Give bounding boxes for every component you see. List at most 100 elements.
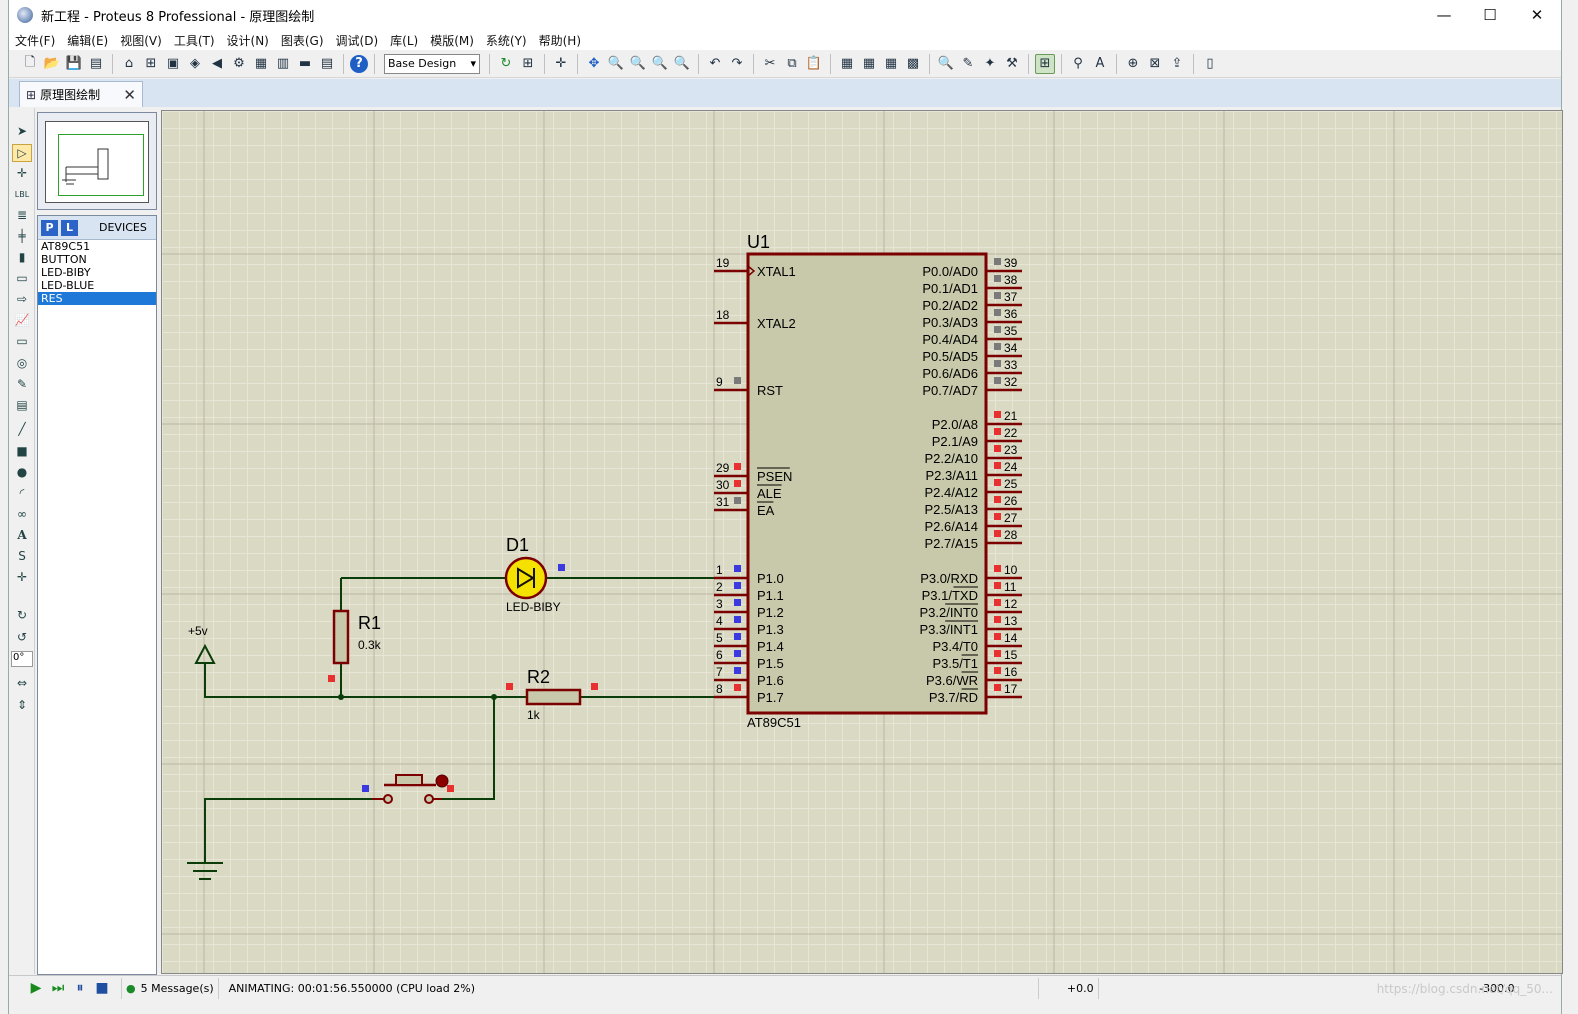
led-d1[interactable] <box>504 556 548 600</box>
packaging-tool-icon[interactable]: ✦ <box>984 56 996 71</box>
bom-icon[interactable]: ▦ <box>254 56 268 71</box>
open-folder-icon[interactable]: 📂 <box>43 56 61 71</box>
make-device-icon[interactable]: ✎ <box>962 56 974 71</box>
property-assign-icon[interactable]: A <box>1095 56 1105 71</box>
step-icon[interactable]: ⏭ <box>51 980 65 996</box>
zoom-all-icon[interactable]: 🔍 <box>651 56 669 71</box>
library-manager-button[interactable]: L <box>61 219 78 236</box>
2d-text-icon[interactable]: A <box>17 528 27 542</box>
device-item[interactable]: BUTTON <box>41 253 87 266</box>
2d-arc-icon[interactable]: ◜ <box>19 486 25 500</box>
menu-file[interactable]: 文件(F) <box>15 33 56 48</box>
pick-device-icon[interactable]: 🔍 <box>937 56 955 71</box>
mirror-x-icon[interactable]: ⇔ <box>16 676 28 690</box>
block-move-icon[interactable]: ▦ <box>862 56 876 71</box>
pan-icon[interactable]: ✥ <box>588 56 600 71</box>
generator-icon[interactable]: ◎ <box>16 356 28 370</box>
menu-graph[interactable]: 图表(G) <box>280 33 324 48</box>
new-file-icon[interactable]: 🗋 <box>24 54 36 70</box>
junction-dot-icon[interactable]: ✛ <box>16 166 28 180</box>
voltage-probe-icon[interactable]: ✎ <box>16 377 28 391</box>
close-icon[interactable]: ✕ <box>123 85 136 104</box>
virtual-instruments-icon[interactable]: ▤ <box>16 398 28 412</box>
device-item[interactable]: LED-BIBY <box>41 266 91 279</box>
block-rotate-icon[interactable]: ▦ <box>884 56 898 71</box>
stop-icon[interactable]: ■ <box>95 980 109 996</box>
zoom-in-icon[interactable]: 🔍 <box>607 56 625 71</box>
close-button[interactable]: ✕ <box>1530 6 1544 24</box>
redo-icon[interactable]: ↷ <box>731 56 743 71</box>
maximize-button[interactable]: ☐ <box>1483 6 1497 24</box>
source-code-icon[interactable]: ▥ <box>276 56 290 71</box>
rotation-angle-field[interactable]: 0° <box>11 651 33 667</box>
graph-mode-icon[interactable]: 📈 <box>14 313 30 327</box>
search-icon[interactable]: ⚲ <box>1073 56 1083 71</box>
copy-icon[interactable]: ⧉ <box>787 56 797 71</box>
push-button[interactable] <box>372 774 449 804</box>
mirror-y-icon[interactable]: ⇕ <box>16 698 28 712</box>
block-copy-icon[interactable]: ▦ <box>840 56 854 71</box>
terminals-icon[interactable]: ▭ <box>16 271 28 285</box>
rotate-clockwise-icon[interactable]: ↻ <box>16 608 28 622</box>
play-icon[interactable]: ▶ <box>30 980 42 996</box>
exit-to-parent-icon[interactable]: ⇪ <box>1171 56 1183 71</box>
rotate-anticlockwise-icon[interactable]: ↺ <box>16 630 28 644</box>
new-sheet-icon[interactable]: ⊕ <box>1127 56 1139 71</box>
undo-icon[interactable]: ↶ <box>709 56 721 71</box>
menu-edit[interactable]: 编辑(E) <box>67 33 109 48</box>
overview-window[interactable] <box>37 112 157 210</box>
messages-panel[interactable]: ●5 Message(s) <box>121 977 219 999</box>
cut-icon[interactable]: ✂ <box>764 56 776 71</box>
resistor-r2[interactable] <box>525 688 582 706</box>
origin-icon[interactable]: ✛ <box>555 56 567 71</box>
remove-sheet-icon[interactable]: ⊠ <box>1149 56 1161 71</box>
design-layer-select[interactable]: Base Design▾ <box>384 53 480 74</box>
power-terminal[interactable] <box>194 643 216 664</box>
device-pins-icon[interactable]: ⇨ <box>16 292 28 306</box>
buses-icon[interactable]: ╪ <box>18 229 26 243</box>
tape-recorder-icon[interactable]: ▭ <box>16 334 28 348</box>
pause-icon[interactable]: ⏸ <box>76 980 84 996</box>
help-icon[interactable]: ? <box>350 54 368 73</box>
refresh-icon[interactable]: ↻ <box>500 56 512 71</box>
selection-mode-icon[interactable]: ➤ <box>16 124 28 138</box>
minimize-button[interactable]: — <box>1436 6 1452 24</box>
2d-line-icon[interactable]: ╱ <box>18 422 26 436</box>
menu-template[interactable]: 模版(M) <box>430 33 474 48</box>
block-delete-icon[interactable]: ▩ <box>906 56 920 71</box>
menu-library[interactable]: 库(L) <box>390 33 419 48</box>
wire-label-icon[interactable]: LBL <box>14 189 30 199</box>
pick-device-button[interactable]: P <box>41 219 58 236</box>
menu-help[interactable]: 帮助(H) <box>538 33 582 48</box>
zoom-area-icon[interactable]: 🔍 <box>673 56 691 71</box>
device-item-selected[interactable]: RES <box>38 292 156 305</box>
decompose-icon[interactable]: ⚒ <box>1006 56 1018 71</box>
bill-of-materials-icon[interactable]: ▯ <box>1206 56 1214 71</box>
2d-symbol-icon[interactable]: S <box>18 549 26 563</box>
gerber-icon[interactable]: ◀ <box>212 56 222 71</box>
device-item[interactable]: LED-BLUE <box>41 279 95 292</box>
debug-icon[interactable]: ▬ <box>298 56 312 71</box>
paste-icon[interactable]: 📋 <box>805 56 823 71</box>
resistor-r1[interactable] <box>332 609 350 665</box>
zoom-out-icon[interactable]: 🔍 <box>629 56 647 71</box>
grid-toggle-icon[interactable]: ⊞ <box>522 56 534 71</box>
menu-design[interactable]: 设计(N) <box>226 33 269 48</box>
ground-terminal[interactable] <box>187 862 223 880</box>
device-item[interactable]: AT89C51 <box>41 240 91 253</box>
3d-view-icon[interactable]: ◈ <box>190 56 200 71</box>
wire-autorouter-icon[interactable]: ⊞ <box>1035 53 1055 74</box>
u1-body[interactable] <box>746 252 988 715</box>
home-icon[interactable]: ⌂ <box>124 56 134 71</box>
2d-markers-icon[interactable]: ✛ <box>16 570 28 584</box>
2d-path-icon[interactable]: ∞ <box>17 507 27 521</box>
menu-debug[interactable]: 调试(D) <box>335 33 379 48</box>
text-script-icon[interactable]: ≣ <box>16 208 28 222</box>
subcircuit-icon[interactable]: ▮ <box>18 250 26 264</box>
menu-tools[interactable]: 工具(T) <box>173 33 215 48</box>
menu-system[interactable]: 系统(Y) <box>485 33 527 48</box>
tab-schematic-capture[interactable]: ⊞ 原理图绘制 ✕ <box>19 81 143 107</box>
menu-view[interactable]: 视图(V) <box>120 33 162 48</box>
component-mode-icon[interactable]: ▷ <box>12 144 32 162</box>
